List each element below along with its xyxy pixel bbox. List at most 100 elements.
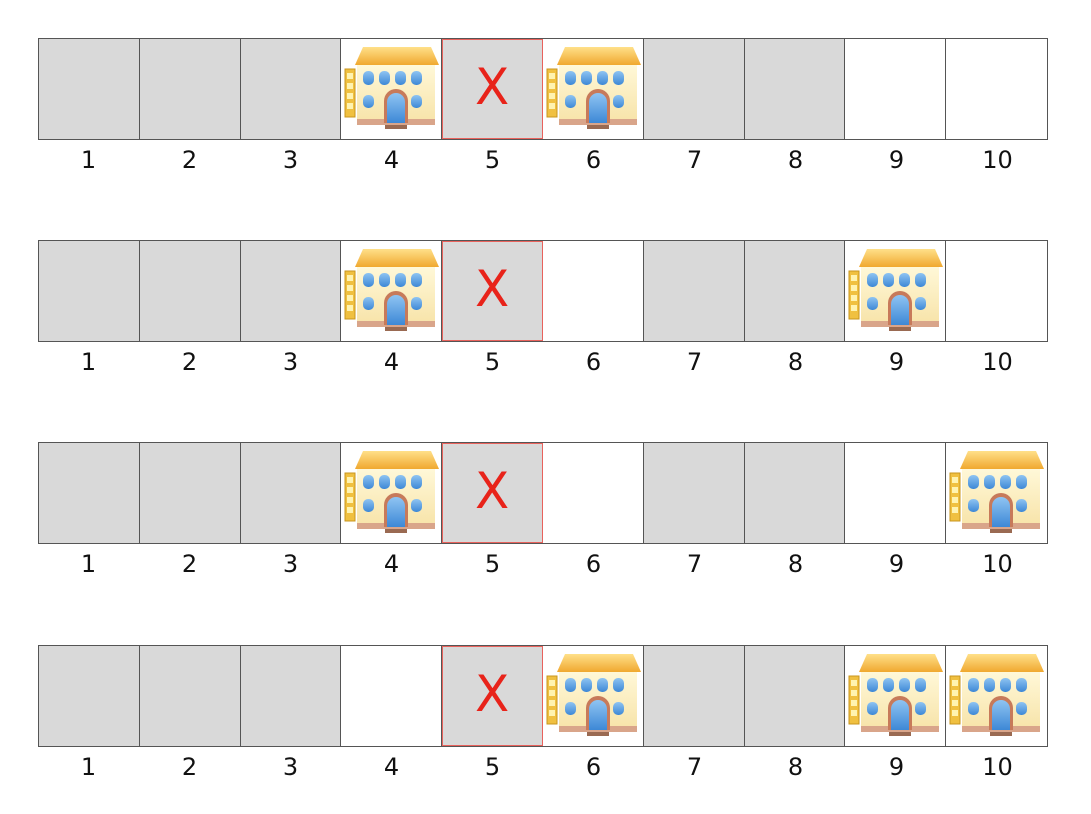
cell-5-blocked: X — [442, 443, 543, 543]
position-labels: 1 2 3 4 5 6 7 8 9 10 — [38, 747, 1048, 787]
position-number: 9 — [888, 753, 905, 781]
cell-2-gray — [139, 241, 241, 341]
cell-10-empty — [946, 241, 1047, 341]
position-number: 9 — [888, 146, 905, 174]
position-number: 4 — [383, 348, 400, 376]
position-number: 3 — [282, 753, 299, 781]
cell-8-gray — [744, 443, 846, 543]
blocked-x-mark: X — [474, 260, 510, 318]
position-number: 2 — [181, 146, 198, 174]
cell-9-empty — [845, 443, 947, 543]
hotel-row-3: X 1 2 3 4 5 6 7 8 9 10 — [38, 442, 1048, 584]
position-labels: 1 2 3 4 5 6 7 8 9 10 — [38, 544, 1048, 584]
cell-1-gray — [39, 646, 140, 746]
hotel-icon — [847, 247, 944, 337]
blocked-x-mark: X — [474, 462, 510, 520]
position-number: 8 — [787, 146, 804, 174]
blocked-x-mark: X — [474, 58, 510, 116]
cell-8-gray — [744, 39, 846, 139]
cell-7-gray — [643, 241, 745, 341]
cell-5-blocked: X — [442, 646, 543, 746]
position-number: 10 — [982, 146, 1013, 174]
cell-3-gray — [240, 646, 342, 746]
position-number: 5 — [484, 348, 501, 376]
cell-3-gray — [240, 39, 342, 139]
cell-5-blocked: X — [442, 241, 543, 341]
position-number: 1 — [80, 550, 97, 578]
cell-9-hotel — [845, 646, 947, 746]
cell-strip: X — [38, 38, 1048, 140]
hotel-icon — [343, 449, 440, 539]
cell-7-gray — [643, 646, 745, 746]
cell-4-hotel — [341, 39, 443, 139]
hotel-icon — [948, 652, 1045, 742]
hotel-icon — [343, 45, 440, 135]
cell-2-gray — [139, 39, 241, 139]
cell-10-hotel — [946, 646, 1047, 746]
position-number: 5 — [484, 550, 501, 578]
cell-1-gray — [39, 39, 140, 139]
position-number: 1 — [80, 753, 97, 781]
position-number: 1 — [80, 146, 97, 174]
hotel-row-4: X — [38, 645, 1048, 787]
position-number: 6 — [585, 146, 602, 174]
hotel-icon — [343, 247, 440, 337]
cell-8-gray — [744, 241, 846, 341]
cell-2-gray — [139, 443, 241, 543]
position-number: 7 — [686, 753, 703, 781]
cell-1-gray — [39, 241, 140, 341]
position-number: 6 — [585, 753, 602, 781]
position-number: 9 — [888, 348, 905, 376]
position-number: 3 — [282, 146, 299, 174]
cell-8-gray — [744, 646, 846, 746]
position-number: 4 — [383, 753, 400, 781]
cell-5-blocked: X — [442, 39, 543, 139]
cell-6-hotel — [542, 646, 644, 746]
cell-3-gray — [240, 241, 342, 341]
position-number: 8 — [787, 348, 804, 376]
position-number: 6 — [585, 348, 602, 376]
position-number: 5 — [484, 753, 501, 781]
position-number: 5 — [484, 146, 501, 174]
position-number: 9 — [888, 550, 905, 578]
hotel-icon — [948, 449, 1045, 539]
cell-7-gray — [643, 39, 745, 139]
cell-7-gray — [643, 443, 745, 543]
position-number: 10 — [982, 550, 1013, 578]
cell-4-hotel — [341, 241, 443, 341]
position-number: 1 — [80, 348, 97, 376]
cell-9-empty — [845, 39, 947, 139]
position-number: 4 — [383, 550, 400, 578]
cell-10-hotel — [946, 443, 1047, 543]
position-number: 10 — [982, 348, 1013, 376]
blocked-x-mark: X — [474, 665, 510, 723]
cell-strip: X — [38, 240, 1048, 342]
position-number: 7 — [686, 550, 703, 578]
position-number: 7 — [686, 348, 703, 376]
position-number: 8 — [787, 550, 804, 578]
cell-4-hotel — [341, 443, 443, 543]
position-number: 2 — [181, 550, 198, 578]
cell-10-empty — [946, 39, 1047, 139]
position-number: 3 — [282, 550, 299, 578]
position-number: 3 — [282, 348, 299, 376]
position-number: 8 — [787, 753, 804, 781]
position-number: 4 — [383, 146, 400, 174]
cell-strip: X — [38, 442, 1048, 544]
position-number: 6 — [585, 550, 602, 578]
cell-strip: X — [38, 645, 1048, 747]
position-number: 2 — [181, 753, 198, 781]
cell-2-gray — [139, 646, 241, 746]
hotel-icon — [545, 45, 641, 135]
hotel-icon — [847, 652, 944, 742]
hotel-icon — [545, 652, 641, 742]
cell-6-hotel — [542, 39, 644, 139]
cell-4-empty — [341, 646, 443, 746]
cell-9-hotel — [845, 241, 947, 341]
cell-6-empty — [542, 241, 644, 341]
position-number: 10 — [982, 753, 1013, 781]
